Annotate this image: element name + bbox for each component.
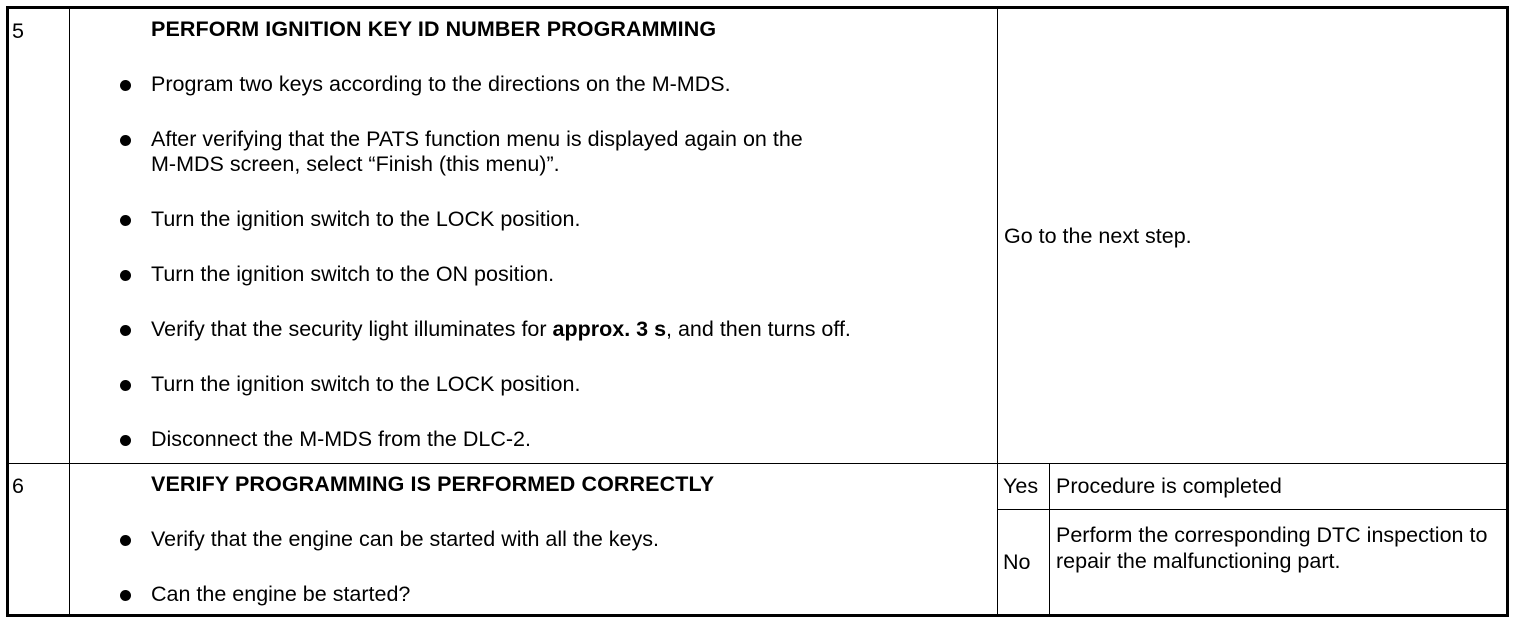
step-title: PERFORM IGNITION KEY ID NUMBER PROGRAMMI… <box>151 17 717 41</box>
yes-label: Yes <box>997 463 1050 510</box>
bullet-icon <box>120 80 131 91</box>
no-result: Perform the corresponding DTC inspection… <box>1049 509 1508 616</box>
yes-result: Procedure is completed <box>1049 463 1508 510</box>
bullet-item: Turn the ignition switch to the LOCK pos… <box>70 372 997 397</box>
bullet-icon <box>120 270 131 281</box>
no-label: No <box>997 509 1050 616</box>
bullet-text-before: Verify that the security light illuminat… <box>151 317 553 341</box>
bullet-item: Turn the ignition switch to the LOCK pos… <box>70 207 997 232</box>
bullet-text: Turn the ignition switch to the ON posit… <box>151 262 555 286</box>
bullet-item: Verify that the engine can be started wi… <box>70 527 997 552</box>
bullet-icon <box>120 435 131 446</box>
bullet-item: Turn the ignition switch to the ON posit… <box>70 262 997 287</box>
bullet-item: After verifying that the PATS function m… <box>70 127 997 177</box>
bullet-icon <box>120 590 131 601</box>
bullet-icon <box>120 380 131 391</box>
bullet-list: Program two keys according to the direct… <box>70 72 997 452</box>
bullet-icon <box>120 325 131 336</box>
bullet-text: Program two keys according to the direct… <box>151 72 731 96</box>
bullet-icon <box>120 135 131 146</box>
step-number: 5 <box>7 7 70 464</box>
bullet-icon <box>120 215 131 226</box>
bullet-text-after: , and then turns off. <box>666 317 851 341</box>
bullet-text: Turn the ignition switch to the LOCK pos… <box>151 372 581 396</box>
bullet-list: Verify that the engine can be started wi… <box>70 527 997 607</box>
bullet-item: Disconnect the M-MDS from the DLC-2. <box>70 427 997 452</box>
step-number: 6 <box>7 463 70 616</box>
bullet-text: Disconnect the M-MDS from the DLC-2. <box>151 427 531 451</box>
step-action: PERFORM IGNITION KEY ID NUMBER PROGRAMMI… <box>69 7 998 464</box>
bullet-text-bold: approx. 3 s <box>552 317 667 341</box>
bullet-text-line1: After verifying that the PATS function m… <box>151 127 803 151</box>
step-row-5: 5 PERFORM IGNITION KEY ID NUMBER PROGRAM… <box>7 7 1508 464</box>
bullet-text: Can the engine be started? <box>151 582 411 606</box>
step-result: Go to the next step. <box>997 7 1508 464</box>
bullet-text: Verify that the engine can be started wi… <box>151 527 659 551</box>
step-action: VERIFY PROGRAMMING IS PERFORMED CORRECTL… <box>69 463 998 616</box>
step-title: VERIFY PROGRAMMING IS PERFORMED CORRECTL… <box>151 472 715 496</box>
bullet-item: Can the engine be started? <box>70 582 997 607</box>
bullet-icon <box>120 535 131 546</box>
bullet-text-line2: M-MDS screen, select “Finish (this menu)… <box>151 152 560 176</box>
bullet-item: Program two keys according to the direct… <box>70 72 997 97</box>
procedure-table: 5 PERFORM IGNITION KEY ID NUMBER PROGRAM… <box>6 6 1509 617</box>
step-row-6: 6 VERIFY PROGRAMMING IS PERFORMED CORREC… <box>7 463 1508 616</box>
step-row-6-no: No Perform the corresponding DTC inspect… <box>8 509 1508 616</box>
bullet-text: Turn the ignition switch to the LOCK pos… <box>151 207 581 231</box>
bullet-item: Verify that the security light illuminat… <box>70 317 997 342</box>
